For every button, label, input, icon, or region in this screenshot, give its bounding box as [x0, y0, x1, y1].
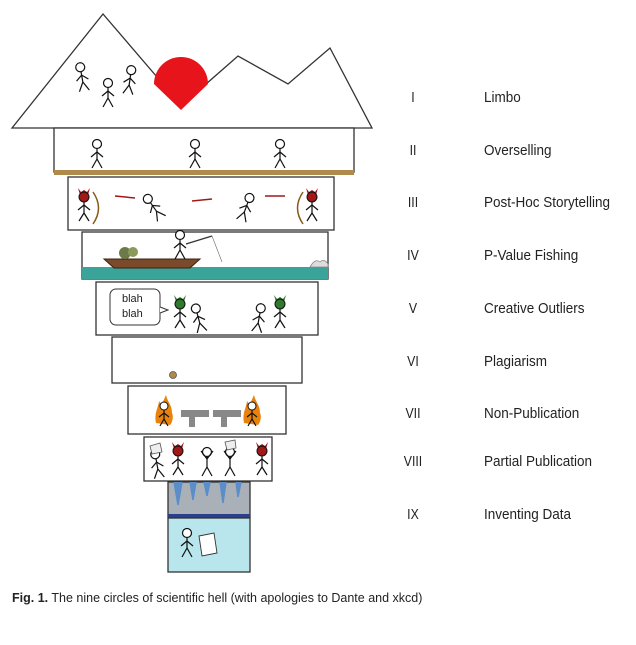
water [82, 267, 328, 279]
circle-numeral: IX [407, 506, 419, 523]
circle-numeral: IV [407, 247, 419, 264]
speech-line-1: blah [122, 293, 143, 305]
bow-icon [296, 191, 304, 225]
ice-edge [168, 514, 250, 518]
circle-numeral: III [407, 194, 419, 211]
bow-icon [92, 191, 100, 225]
wooden-floor [54, 170, 354, 175]
circle-8-partial-publication-panel [143, 436, 273, 482]
circle-1-limbo-panel [10, 12, 374, 129]
fish-pile [128, 247, 138, 257]
circle-numeral: VIII [403, 453, 423, 470]
arrow-icon [191, 198, 213, 202]
fake-data-paper-icon [198, 532, 218, 557]
paper-scrap-icon [149, 442, 163, 455]
circle-6-plagiarism-panel [111, 336, 303, 384]
icicles [173, 481, 242, 506]
speech-bubble: blah blah [109, 288, 170, 326]
circle-label: Partial Publication [484, 453, 593, 470]
circle-2-overselling-panel [53, 127, 355, 175]
circle-label: P-Value Fishing [484, 247, 579, 264]
circle-5-creative-outliers-panel: blah blah [95, 281, 319, 336]
figure-label: Fig. 1. [12, 591, 49, 605]
circle-label: Non-Publication [484, 405, 580, 422]
circle-label: Plagiarism [484, 353, 548, 370]
circle-9-inventing-data-panel [167, 481, 251, 573]
circle-7-non-publication-panel [127, 385, 287, 435]
circle-numeral: V [408, 300, 418, 317]
circle-label: Creative Outliers [484, 300, 585, 317]
fishing-rod [185, 235, 213, 245]
circle-label: Post-Hoc Storytelling [484, 194, 611, 211]
stone-slab [213, 410, 241, 417]
arrow-icon [114, 195, 136, 199]
rowboat [102, 258, 202, 269]
circle-numeral: II [409, 142, 417, 159]
figure-caption: Fig. 1. The nine circles of scientific h… [12, 591, 422, 605]
circle-label: Limbo [484, 89, 521, 106]
rocks [309, 260, 329, 268]
stone-slab [181, 410, 209, 417]
red-sun [154, 57, 208, 110]
tiny-creature-icon [169, 371, 177, 379]
circle-3-post-hoc-storytelling-panel [67, 176, 335, 231]
fishing-line [211, 235, 223, 263]
stone-slab-leg [189, 417, 195, 427]
paper-scrap-icon [224, 439, 237, 451]
stone-slab-leg [221, 417, 227, 427]
caption-text: The nine circles of scientific hell (wit… [51, 591, 423, 605]
circle-numeral: VII [405, 405, 421, 422]
circle-label: Inventing Data [484, 506, 572, 523]
circle-label: Overselling [484, 142, 552, 159]
circle-4-p-value-fishing-panel [81, 229, 329, 280]
circle-numeral: VI [407, 353, 419, 370]
speech-line-2: blah [122, 308, 143, 320]
circle-numeral: I [411, 89, 415, 106]
fish-pile [119, 247, 131, 259]
